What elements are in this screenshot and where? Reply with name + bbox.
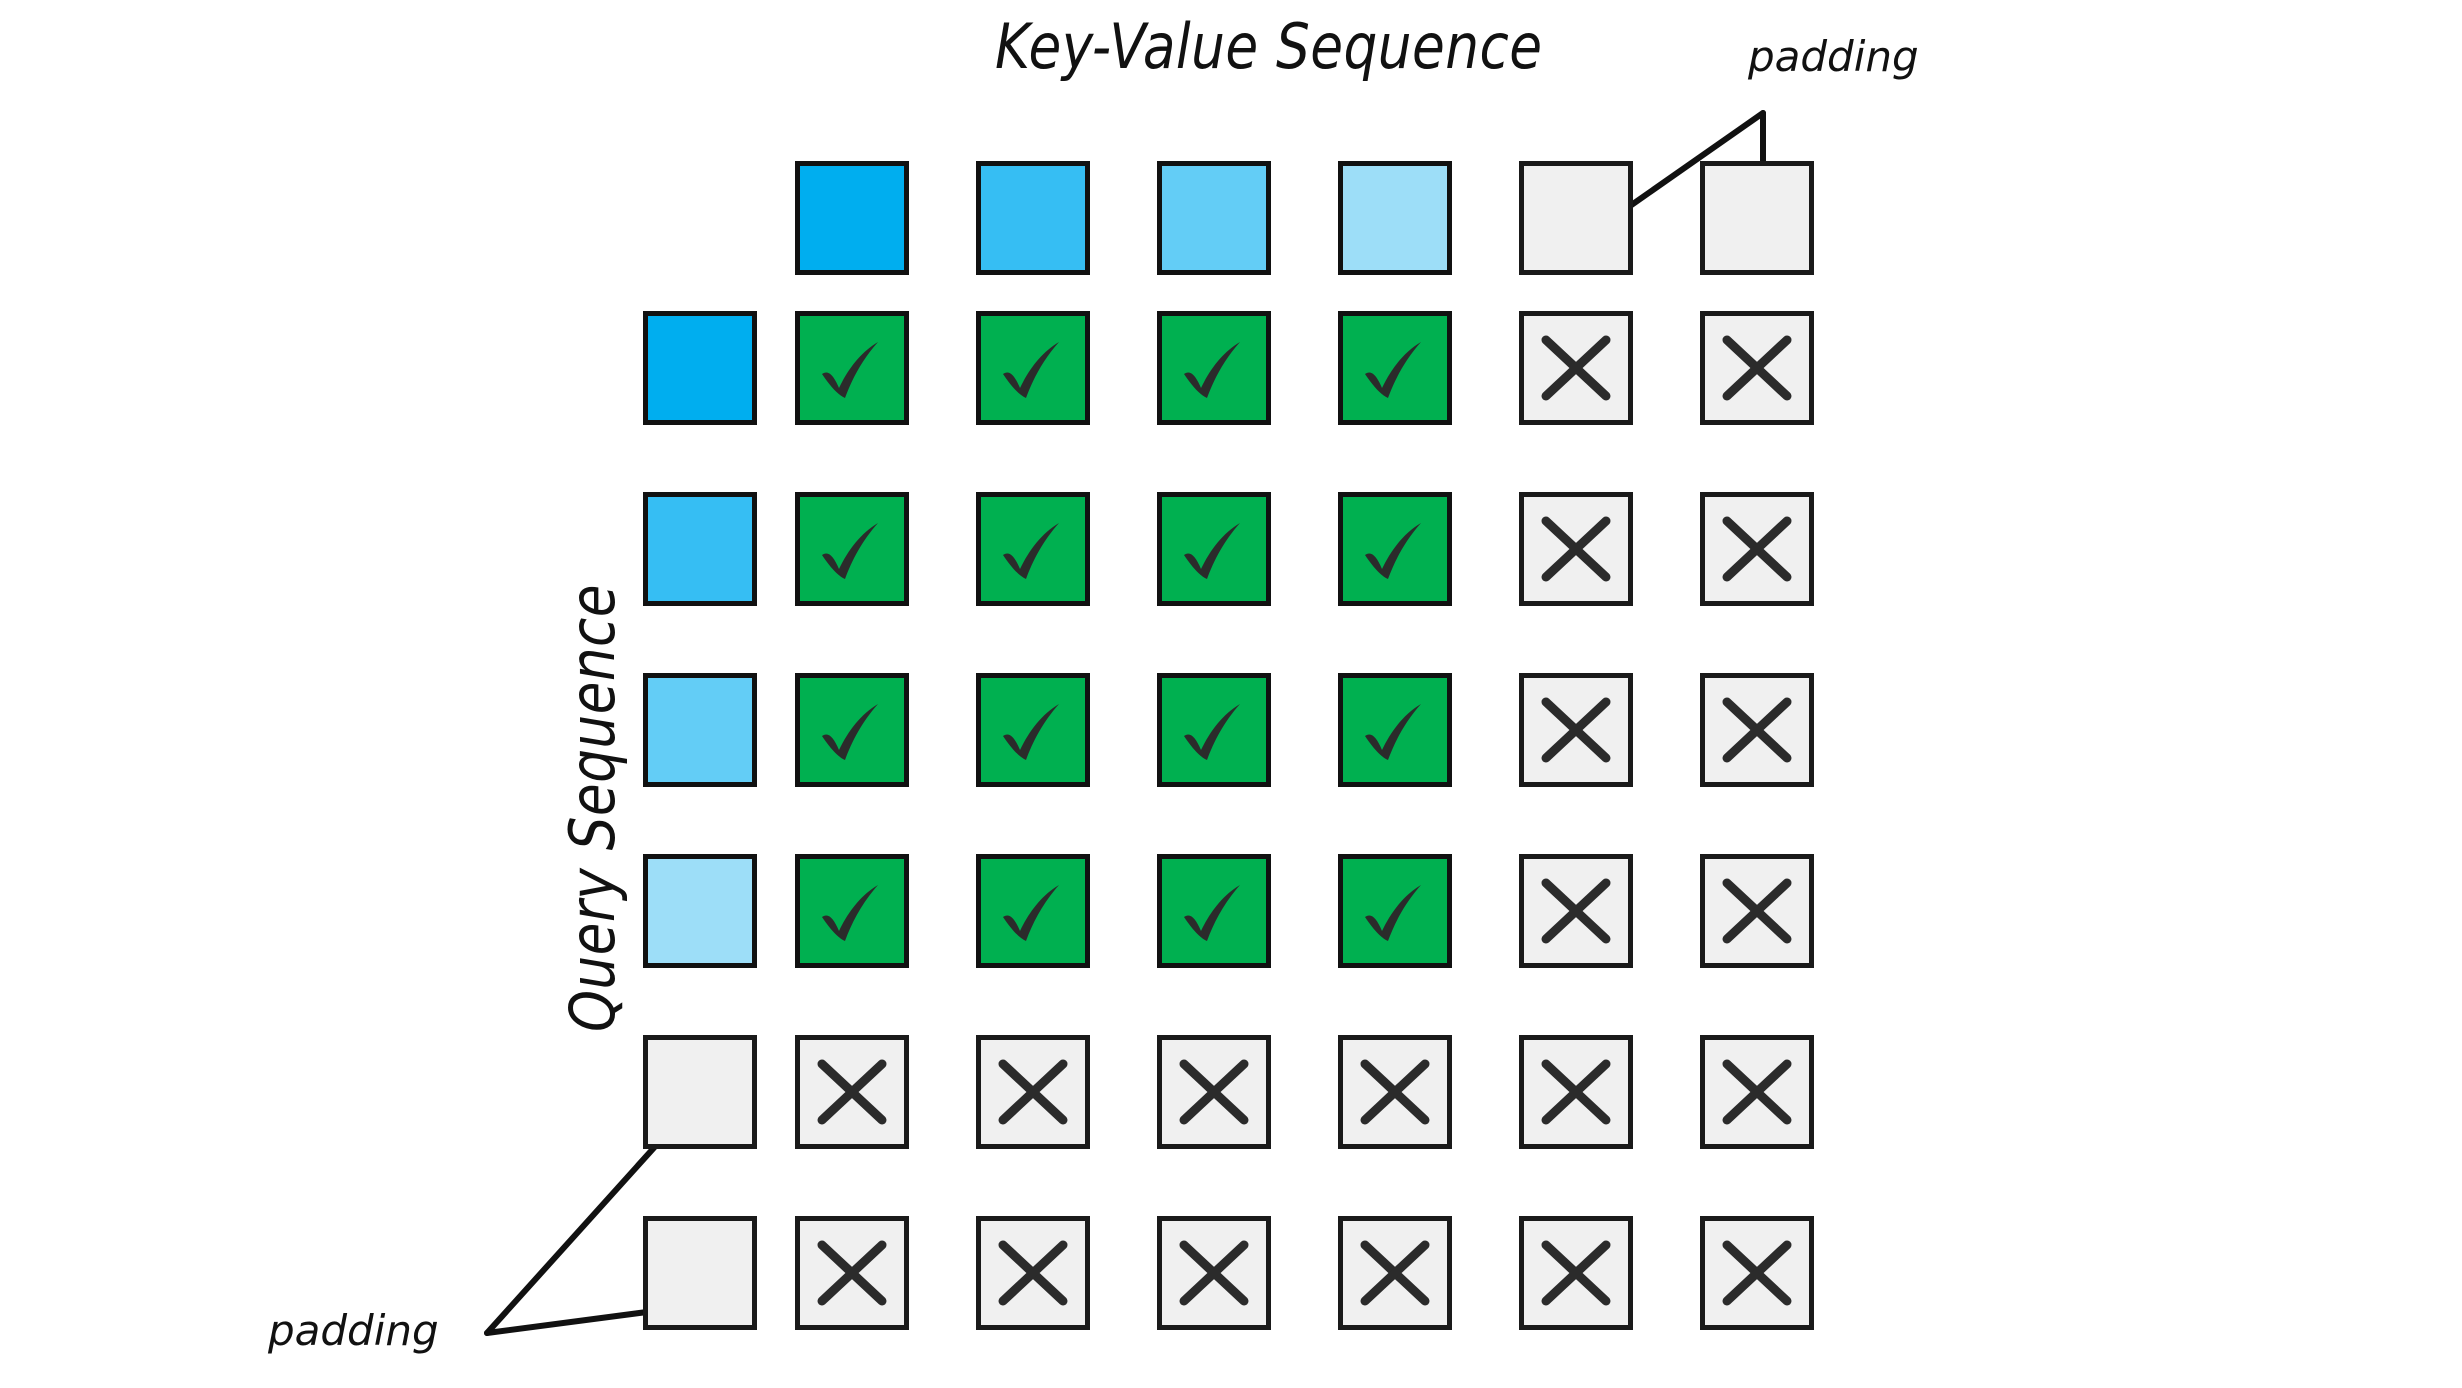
padding-label-bottom: padding	[268, 1306, 439, 1355]
close-icon	[1722, 335, 1792, 401]
check-icon	[1365, 704, 1421, 760]
check-icon	[1365, 342, 1421, 398]
check-icon	[1184, 342, 1240, 398]
mask-cell-r3-c2-allow	[1157, 854, 1271, 968]
key-value-sequence-title: Key-Value Sequence	[995, 10, 1543, 83]
mask-cell-r5-c3-block	[1338, 1216, 1452, 1330]
check-icon	[822, 704, 878, 760]
close-icon	[1541, 335, 1611, 401]
mask-cell-r3-c5-block	[1700, 854, 1814, 968]
close-icon	[1541, 697, 1611, 763]
check-icon	[822, 523, 878, 579]
query-token-0	[643, 311, 757, 425]
check-icon	[1184, 704, 1240, 760]
mask-cell-r3-c4-block	[1519, 854, 1633, 968]
mask-cell-r4-c1-block	[976, 1035, 1090, 1149]
mask-cell-r5-c4-block	[1519, 1216, 1633, 1330]
key-token-0	[795, 161, 909, 275]
close-icon	[1541, 516, 1611, 582]
mask-cell-r0-c3-allow	[1338, 311, 1452, 425]
mask-cell-r4-c5-block	[1700, 1035, 1814, 1149]
close-icon	[998, 1240, 1068, 1306]
mask-cell-r0-c2-allow	[1157, 311, 1271, 425]
check-icon	[1003, 704, 1059, 760]
mask-cell-r4-c2-block	[1157, 1035, 1271, 1149]
check-icon	[1365, 885, 1421, 941]
close-icon	[1722, 878, 1792, 944]
mask-cell-r3-c0-allow	[795, 854, 909, 968]
query-token-5-padding	[643, 1216, 757, 1330]
close-icon	[1541, 878, 1611, 944]
close-icon	[1722, 1240, 1792, 1306]
close-icon	[817, 1240, 887, 1306]
mask-cell-r4-c4-block	[1519, 1035, 1633, 1149]
mask-cell-r3-c3-allow	[1338, 854, 1452, 968]
mask-cell-r5-c0-block	[795, 1216, 909, 1330]
close-icon	[1722, 697, 1792, 763]
check-icon	[822, 342, 878, 398]
mask-cell-r2-c4-block	[1519, 673, 1633, 787]
mask-cell-r5-c2-block	[1157, 1216, 1271, 1330]
mask-cell-r4-c3-block	[1338, 1035, 1452, 1149]
close-icon	[998, 1059, 1068, 1125]
close-icon	[1722, 516, 1792, 582]
check-icon	[1003, 885, 1059, 941]
mask-cell-r1-c3-allow	[1338, 492, 1452, 606]
query-token-2	[643, 673, 757, 787]
close-icon	[1360, 1059, 1430, 1125]
mask-cell-r0-c1-allow	[976, 311, 1090, 425]
mask-cell-r0-c4-block	[1519, 311, 1633, 425]
mask-cell-r2-c0-allow	[795, 673, 909, 787]
close-icon	[1360, 1240, 1430, 1306]
check-icon	[1003, 342, 1059, 398]
check-icon	[1003, 523, 1059, 579]
mask-cell-r2-c1-allow	[976, 673, 1090, 787]
key-token-1	[976, 161, 1090, 275]
close-icon	[1541, 1059, 1611, 1125]
mask-cell-r2-c5-block	[1700, 673, 1814, 787]
check-icon	[822, 885, 878, 941]
key-token-5-padding	[1700, 161, 1814, 275]
padding-label-top: padding	[1748, 32, 1919, 81]
mask-cell-r5-c5-block	[1700, 1216, 1814, 1330]
query-token-3	[643, 854, 757, 968]
check-icon	[1184, 885, 1240, 941]
check-icon	[1184, 523, 1240, 579]
mask-cell-r1-c1-allow	[976, 492, 1090, 606]
mask-cell-r0-c5-block	[1700, 311, 1814, 425]
close-icon	[1722, 1059, 1792, 1125]
mask-cell-r5-c1-block	[976, 1216, 1090, 1330]
close-icon	[1179, 1059, 1249, 1125]
close-icon	[817, 1059, 887, 1125]
key-token-4-padding	[1519, 161, 1633, 275]
mask-cell-r2-c3-allow	[1338, 673, 1452, 787]
key-token-3	[1338, 161, 1452, 275]
mask-cell-r3-c1-allow	[976, 854, 1090, 968]
mask-cell-r1-c4-block	[1519, 492, 1633, 606]
mask-cell-r2-c2-allow	[1157, 673, 1271, 787]
check-icon	[1365, 523, 1421, 579]
mask-cell-r4-c0-block	[795, 1035, 909, 1149]
mask-cell-r0-c0-allow	[795, 311, 909, 425]
query-token-1	[643, 492, 757, 606]
mask-cell-r1-c5-block	[1700, 492, 1814, 606]
mask-cell-r1-c2-allow	[1157, 492, 1271, 606]
close-icon	[1541, 1240, 1611, 1306]
close-icon	[1179, 1240, 1249, 1306]
key-token-2	[1157, 161, 1271, 275]
query-token-4-padding	[643, 1035, 757, 1149]
mask-cell-r1-c0-allow	[795, 492, 909, 606]
